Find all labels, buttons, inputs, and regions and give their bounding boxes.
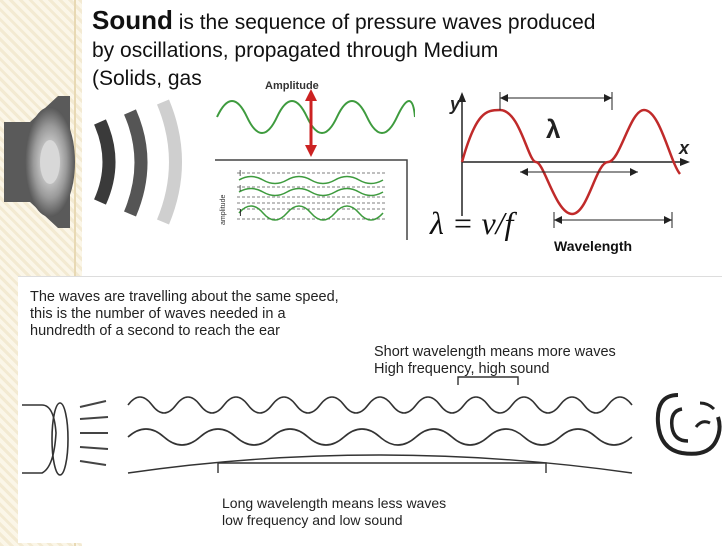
intro-text: The waves are travelling about the same … — [30, 289, 339, 340]
ear-icon — [655, 393, 722, 456]
speaker-icon — [4, 96, 182, 228]
title-line3: (Solids, gas — [92, 67, 202, 90]
slide-title: Sound is the sequence of pressure waves … — [92, 6, 712, 93]
amplitude-label: Amplitude — [265, 80, 319, 92]
short-wavelength-text: Short wavelength means more waves High f… — [374, 344, 616, 378]
intro-line-3: hundredth of a second to reach the ear — [30, 323, 280, 339]
short-line-2: High frequency, high sound — [374, 361, 550, 377]
intro-line-1: The waves are travelling about the same … — [30, 289, 339, 305]
long-line-1: Long wavelength means less waves — [222, 495, 447, 511]
wavelength-caption: Wavelength — [554, 238, 633, 254]
long-line-2: low frequency and low sound — [222, 512, 403, 528]
stripe-border — [74, 0, 76, 546]
loudspeaker-sketch — [22, 400, 109, 476]
x-axis-label: x — [678, 138, 690, 158]
wavelength-diagram: y x λ — [424, 88, 714, 273]
short-line-1: Short wavelength means more waves — [374, 344, 616, 360]
wave-formula: λ = v/f — [430, 205, 514, 241]
svg-text:I: I — [239, 169, 241, 178]
title-lead: Sound — [92, 5, 173, 35]
amplitude-axis-label: amplitude — [220, 195, 227, 225]
title-line1: is the sequence of pressure waves produc… — [172, 11, 596, 34]
svg-text:I: I — [239, 208, 242, 219]
lambda-symbol: λ — [546, 114, 561, 144]
long-wavelength-text: Long wavelength means less waves low fre… — [222, 495, 446, 529]
intro-line-2: this is the number of waves needed in a — [30, 306, 286, 322]
svg-text:I: I — [239, 184, 241, 193]
y-axis-label: y — [449, 94, 461, 114]
amplitude-panel: Amplitude amplitude I I I — [206, 75, 416, 243]
comparison-panel: The waves are travelling about the same … — [18, 276, 722, 543]
title-line2: by oscillations, propagated through Medi… — [92, 39, 499, 62]
